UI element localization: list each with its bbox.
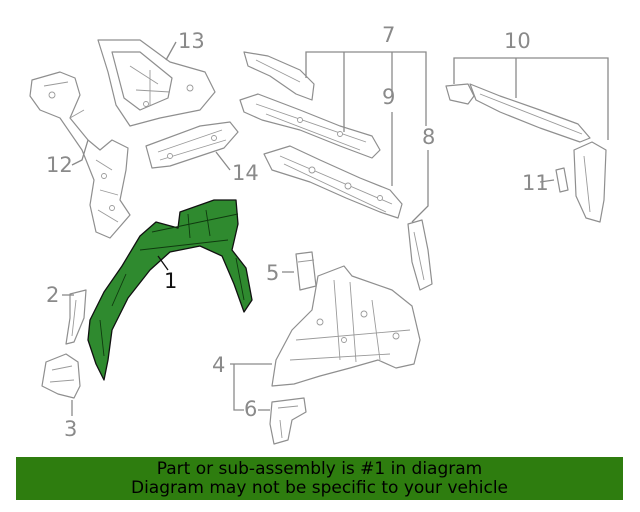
part-10[interactable] (445, 83, 591, 143)
part-9[interactable] (263, 145, 403, 219)
part-3[interactable] (41, 353, 81, 399)
part-6[interactable] (269, 397, 307, 445)
banner-line-1: Part or sub-assembly is #1 in diagram (156, 459, 483, 479)
leader-1 (157, 255, 169, 271)
callout-10: 10 (504, 29, 531, 53)
callout-6: 6 (244, 397, 257, 421)
part-11[interactable] (555, 141, 607, 223)
banner-line-2: Diagram may not be specific to your vehi… (130, 478, 508, 498)
leader-8 (411, 150, 429, 223)
part-14[interactable] (145, 121, 239, 169)
leader-12 (71, 139, 89, 166)
leader-4 (230, 363, 272, 411)
leader-14 (215, 151, 231, 171)
callout-5: 5 (266, 261, 279, 285)
leader-10 (453, 57, 609, 140)
part-1-highlighted[interactable] (87, 199, 253, 381)
part-8[interactable] (407, 219, 433, 291)
callout-12: 12 (46, 153, 73, 177)
part-12[interactable] (29, 71, 131, 239)
callout-11: 11 (522, 171, 549, 195)
part-13[interactable] (97, 39, 216, 127)
info-banner: Part or sub-assembly is #1 in diagram Di… (16, 457, 623, 500)
part-7[interactable] (239, 51, 381, 159)
callout-8: 8 (422, 125, 435, 149)
callout-4: 4 (212, 353, 225, 377)
callout-3: 3 (64, 417, 77, 441)
parts-diagram: 12 13 14 7 9 8 (29, 23, 609, 445)
callout-13: 13 (178, 29, 205, 53)
leader-7 (305, 51, 427, 132)
leader-11 (539, 179, 555, 183)
part-5[interactable] (295, 251, 317, 291)
callout-1: 1 (164, 269, 177, 293)
callout-9: 9 (382, 85, 395, 109)
callout-14: 14 (232, 161, 259, 185)
part-4[interactable] (271, 265, 421, 387)
callout-7: 7 (382, 23, 395, 47)
leader-13 (165, 41, 177, 61)
callout-2: 2 (46, 283, 59, 307)
part-2[interactable] (65, 289, 87, 345)
